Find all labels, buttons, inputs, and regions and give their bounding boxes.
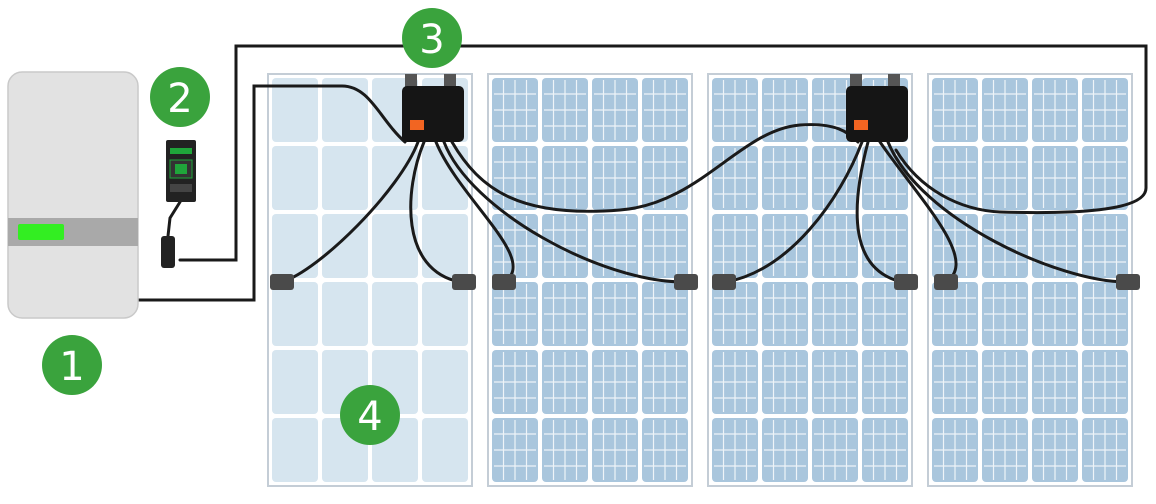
badge-4: 4 [340, 385, 400, 445]
opt1-cable-d [442, 140, 686, 284]
panel-1 [267, 73, 473, 487]
panel-cell [322, 146, 368, 210]
opt1-cable-c [434, 140, 515, 284]
panel-cell [322, 282, 368, 346]
badge-1-label: 1 [59, 344, 84, 390]
opt2-cable-b [855, 140, 904, 284]
gateway-plug [161, 236, 175, 268]
optimizer-left [402, 74, 464, 142]
optimizer-right [846, 74, 908, 142]
badge-4-label: 4 [357, 394, 382, 440]
opt1-cable-a [280, 140, 420, 284]
panel-cell [272, 78, 318, 142]
junction-box [1116, 274, 1140, 290]
cables [136, 44, 1148, 302]
panel-cell [422, 350, 468, 414]
panel-cell [322, 78, 368, 142]
junction-box [712, 274, 736, 290]
panel-cell [372, 214, 418, 278]
junction-box [452, 274, 476, 290]
gateway-plug-cable [166, 200, 182, 238]
opt2-cable-d [886, 140, 1128, 284]
panel-cell [422, 214, 468, 278]
panel-junction-boxes [270, 274, 1140, 290]
panel-cell [422, 146, 468, 210]
badge-1: 1 [42, 335, 102, 395]
badge-3: 3 [402, 8, 462, 68]
junction-box [492, 274, 516, 290]
opt1-cable-b [409, 140, 462, 284]
opt2-cable-c [878, 140, 958, 284]
panel-cell [272, 418, 318, 482]
junction-box [674, 274, 698, 290]
communication-gateway [161, 140, 196, 268]
panel-cell [272, 350, 318, 414]
inverter-dc-cable [136, 84, 407, 302]
gateway-top-cable [178, 44, 1148, 262]
opt2-cable-a [724, 140, 864, 284]
panel-cell [322, 214, 368, 278]
badge-3-label: 3 [419, 17, 444, 63]
inverter-status-led [18, 224, 64, 240]
panel-cell [272, 282, 318, 346]
panel-cell [422, 282, 468, 346]
optimizer-link-cable [450, 123, 860, 213]
panel-cell [272, 146, 318, 210]
junction-box [894, 274, 918, 290]
inverter [7, 71, 139, 319]
panel-cell [272, 214, 318, 278]
junction-box [270, 274, 294, 290]
badge-2-label: 2 [167, 76, 192, 122]
badge-2: 2 [150, 67, 210, 127]
panel-cell [372, 282, 418, 346]
panel-cell [422, 418, 468, 482]
junction-box [934, 274, 958, 290]
